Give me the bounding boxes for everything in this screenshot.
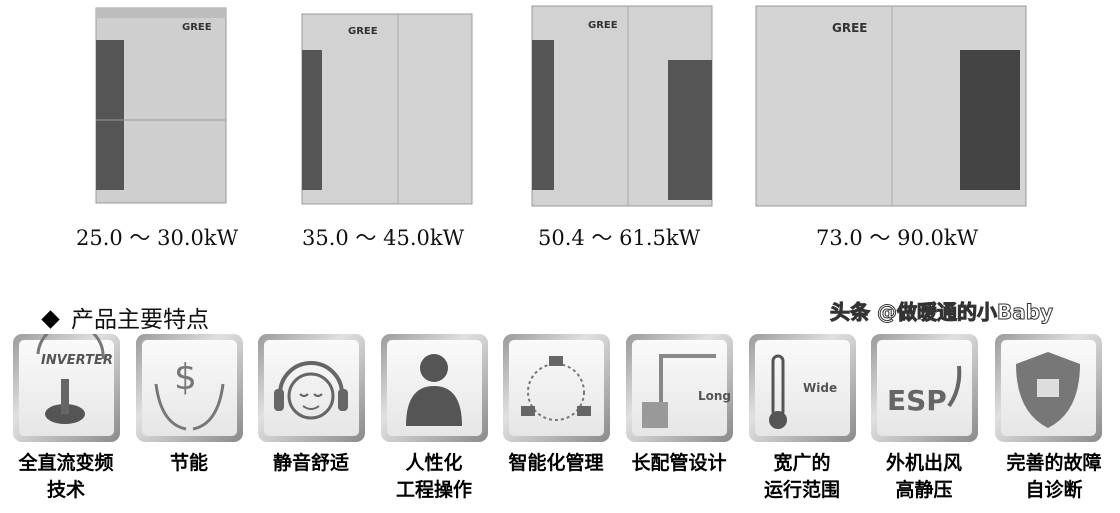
svg-text:GREE: GREE [588,20,618,31]
capacity-label-2: 35.0 ～ 45.0kW [302,226,465,250]
person-icon [381,334,488,442]
brand-logo: GREE [182,22,212,33]
svg-text:GREE: GREE [832,21,867,35]
feature-label-2: 节能 [169,452,208,474]
inverter-icon: INVERTER [13,334,120,442]
shield-icon [995,334,1102,442]
svg-text:INVERTER: INVERTER [41,353,113,368]
money-hands-icon: $ [136,334,243,442]
feature-label-6: 长配管设计 [631,452,727,474]
capacity-label-3: 50.4 ～ 61.5kW [538,226,701,250]
feature-label-4: 人性化工程操作 [395,452,472,501]
watermark: 头条 @做暖通的小Baby [829,300,1054,325]
product-image-1: GREE [92,0,232,215]
long-pipe-icon: Long [626,334,733,442]
feature-label-7: 宽广的运行范围 [763,452,840,501]
section-title: 产品主要特点 [41,300,209,334]
feature-label-9: 完善的故障自诊断 [1006,452,1102,501]
esp-icon: ESP [871,334,978,442]
feature-label-5: 智能化管理 [508,452,604,474]
svg-text:GREE: GREE [348,26,378,37]
headphones-face-icon [258,334,365,442]
capacity-label-4: 73.0 ～ 90.0kW [816,226,979,250]
diamond-bullet-icon [41,310,60,329]
svg-text:ESP: ESP [887,384,947,417]
product-image-3: GREE [528,0,718,215]
svg-text:Long: Long [698,389,731,403]
feature-label-8: 外机出风高静压 [885,452,962,501]
product-image-2: GREE [298,0,478,215]
svg-text:Wide: Wide [803,381,837,395]
product-image-4: GREE [752,0,1032,215]
svg-text:$: $ [174,357,197,398]
thermometer-icon: Wide [749,334,856,442]
feature-label-3: 静音舒适 [272,452,349,474]
network-icon [503,334,610,442]
feature-label-1: 全直流变频技术 [18,452,114,501]
capacity-label-1: 25.0 ～ 30.0kW [76,226,239,250]
